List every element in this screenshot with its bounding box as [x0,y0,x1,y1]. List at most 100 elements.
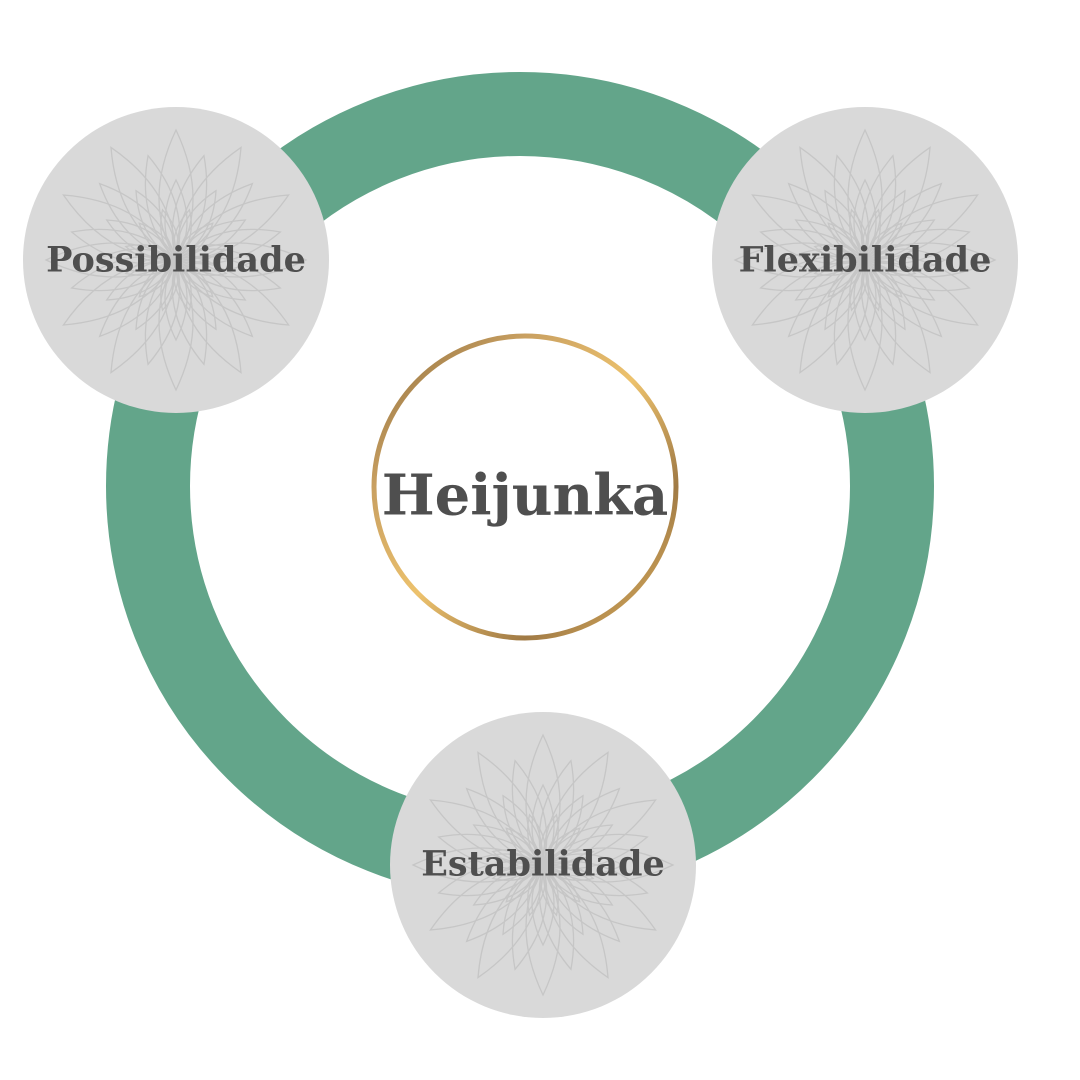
mandala-petal [827,222,866,261]
mandala-petal [135,258,177,331]
mandala-petal [144,258,181,366]
mandala-petal [175,259,254,338]
mandala-petal [733,242,867,278]
node-flexibilidade: Flexibilidade [712,107,1018,413]
mandala-petal [862,208,881,262]
mandala-petal [110,146,177,262]
mandala-petal [538,863,575,971]
mandala-petal [864,222,903,261]
mandala-petal [824,258,866,331]
mandala-petal [751,194,867,261]
mandala-petal [175,259,214,298]
mandala-petal [540,863,559,917]
mandala-petal [477,751,544,867]
mandala-petal [787,259,866,338]
mandala-petal [124,244,178,263]
mandala-petal [862,258,881,312]
mandala-petal [799,258,866,374]
mandala-petal [864,182,943,261]
mandala-petal [175,258,242,374]
mandala-petal [542,863,584,936]
mandala-petal [175,222,214,261]
mandala-petal [813,257,867,276]
mandala-petal [541,833,649,870]
mandala-petal [541,864,657,931]
mandala-petal [794,259,867,301]
mandala-petal [863,248,947,272]
mandala-petal [138,259,177,298]
node-possibilidade: Possibilidade [23,107,329,413]
mandala-petal [864,258,931,374]
mandala-petal [542,751,609,867]
mandala-petal [94,248,178,272]
mandala-petal [135,189,177,262]
mandala-petal [174,242,308,278]
mandala-petal [541,853,625,877]
mandala-petal [175,189,217,262]
mandala-petal [491,849,545,868]
mandala-petal [542,827,581,866]
mandala-petal [158,258,194,392]
mandala-petal [799,146,866,262]
mandala-petal [174,219,247,261]
mandala-petal [827,259,866,298]
mandala-petal [429,799,545,866]
mandala-icon [411,733,675,997]
mandala-petal [833,258,870,366]
mandala-petal [164,258,188,342]
mandala-petal [541,864,614,906]
mandala-petal [174,228,282,265]
mandala-petal [863,228,971,265]
mandala-petal [505,864,544,903]
mandala-petal [173,258,192,312]
mandala-petal [863,242,997,278]
mandala-petal [174,248,258,272]
mandala-petal [461,853,545,877]
mandala-petal [164,178,188,262]
mandala-petal [863,259,936,301]
mandala-petal [44,242,178,278]
mandala-petal [542,787,621,866]
mandala-petal [171,154,208,262]
mandala-petal [472,864,545,906]
mandala-petal [542,864,621,943]
mandala-petal [813,244,867,263]
mandala-petal [525,863,561,997]
mandala-petal [98,182,177,261]
mandala-petal [502,794,544,867]
mandala-petal [62,259,178,326]
mandala-petal [863,219,936,261]
mandala-petal [541,849,595,868]
node-label-flexibilidade: Flexibilidade [739,240,992,281]
mandala-petal [491,862,545,881]
node-label-possibilidade: Possibilidade [46,240,306,281]
mandala-petal [863,255,971,292]
mandala-petal [477,863,544,979]
mandala-petal [62,194,178,261]
mandala-petal [864,259,943,338]
mandala-petal [174,257,228,276]
mandala-petal [864,258,906,331]
mandala-petal [542,863,609,979]
mandala-petal [541,799,657,866]
mandala-petal [110,258,177,374]
mandala-petal [538,759,575,867]
mandala-petal [531,863,555,947]
node-label-estabilidade: Estabilidade [421,844,664,885]
mandala-petal [174,259,247,301]
mandala-petal [160,258,179,312]
mandala-petal [175,146,242,262]
node-estabilidade: Estabilidade [390,712,696,1018]
mandala-petal [759,228,867,265]
mandala-petal [853,258,877,342]
mandala-petal [541,847,675,883]
mandala-petal [849,258,868,312]
mandala-petal [105,259,178,301]
mandala-petal [175,258,217,331]
mandala-petal [527,813,546,867]
mandala-petal [849,208,868,262]
mandala-petal [833,154,870,262]
mandala-petal [124,257,178,276]
